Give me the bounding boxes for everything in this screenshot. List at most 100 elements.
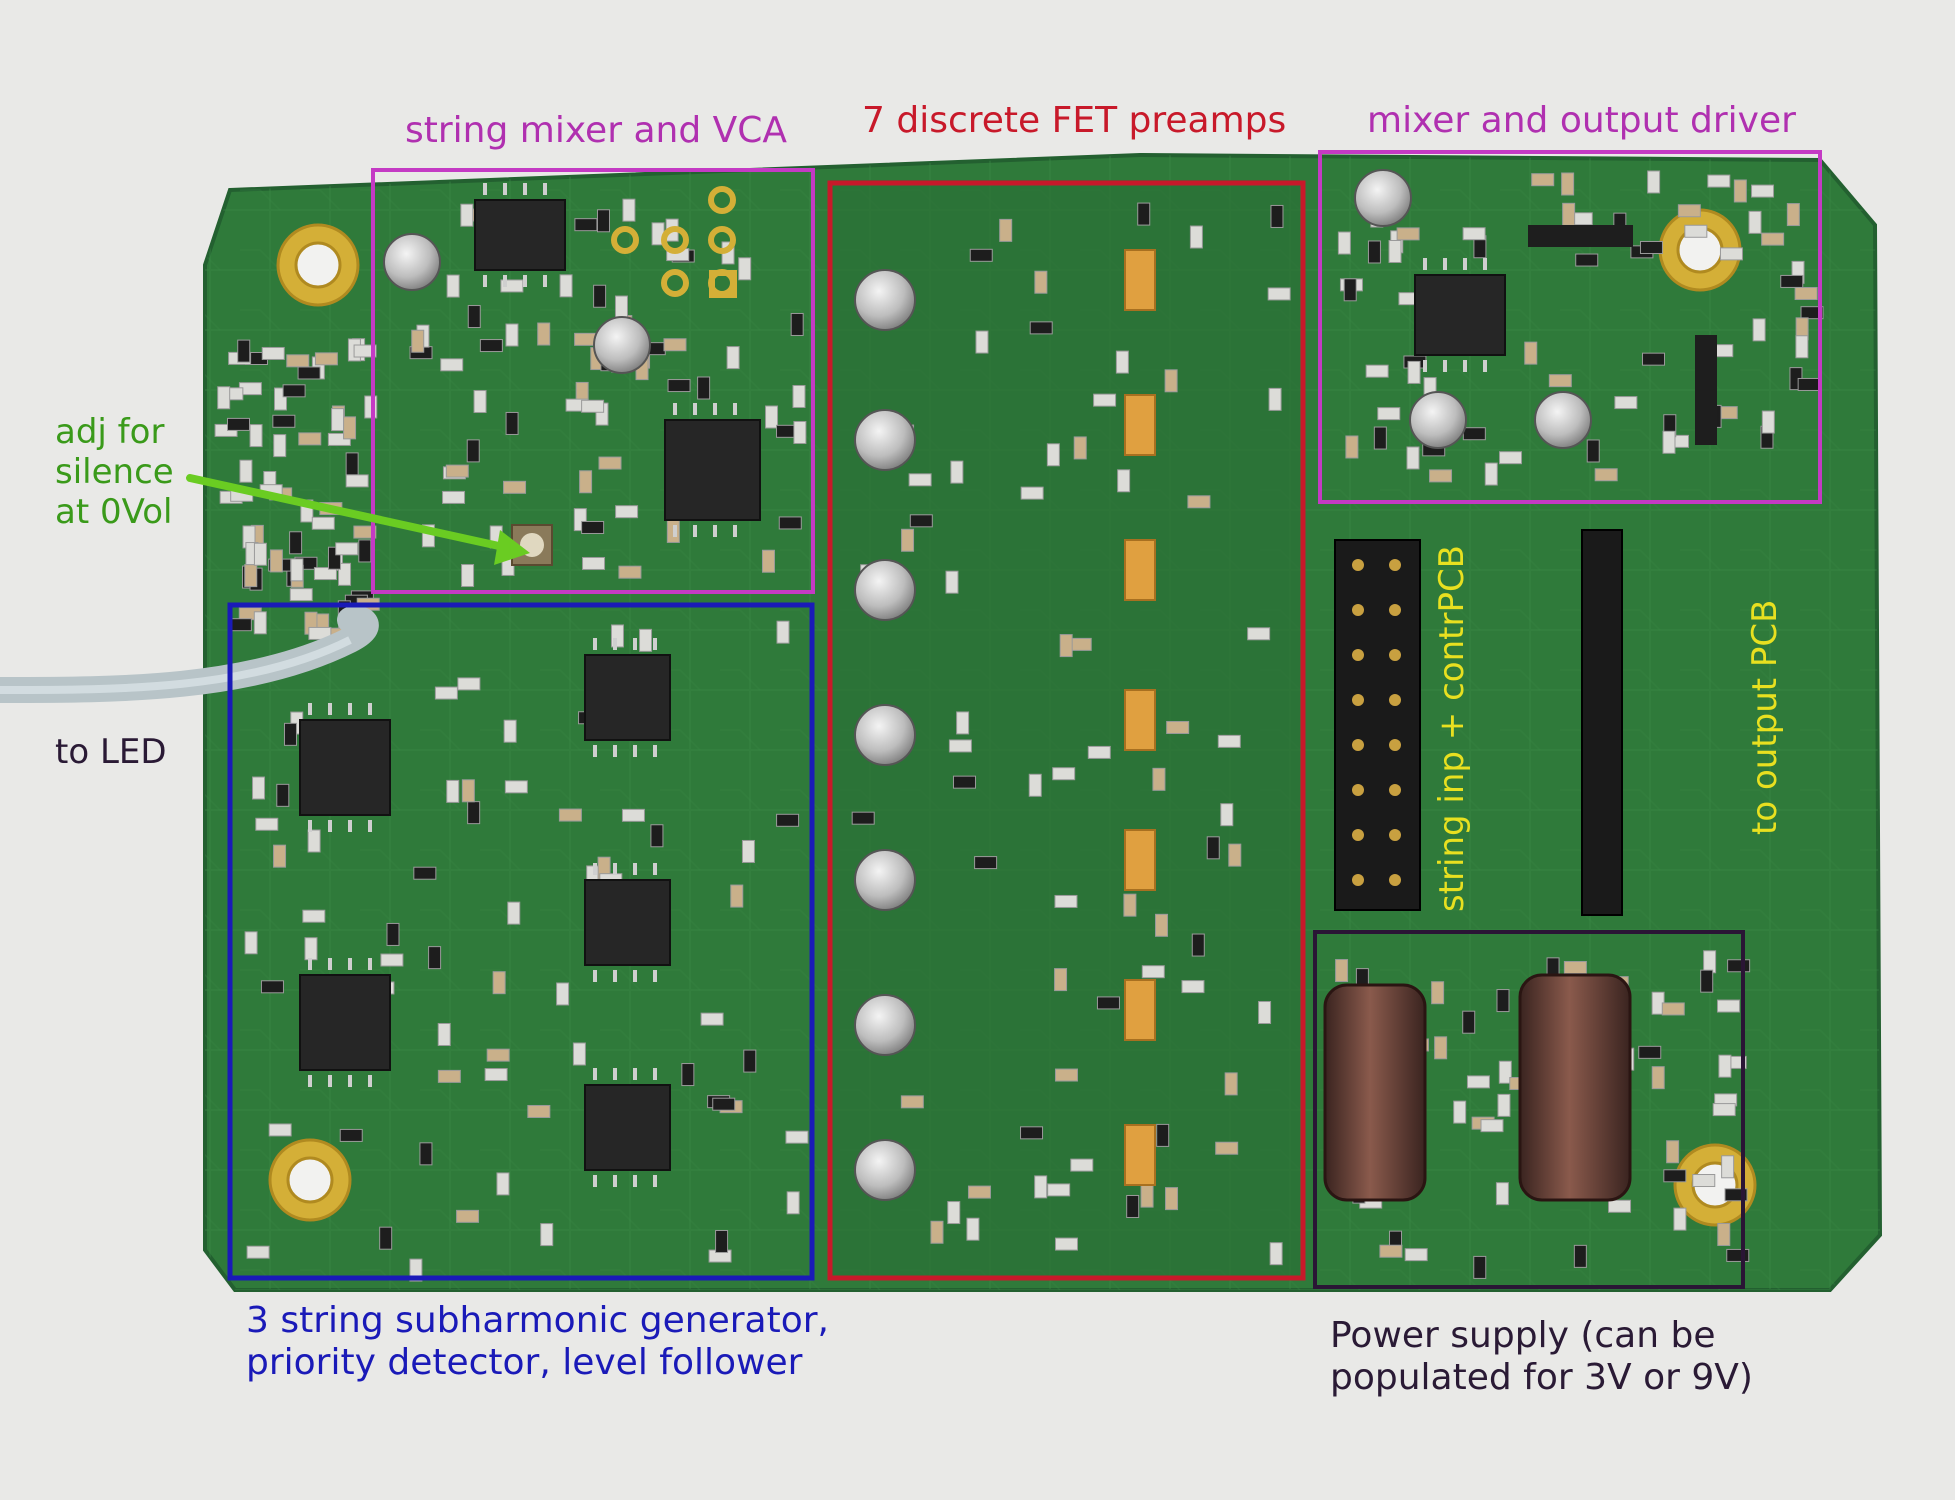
smd-part [1718,1054,1732,1078]
smd-part [505,411,519,435]
smd-part [1677,204,1701,218]
smd-part [1404,1248,1428,1262]
smd-part [697,376,711,400]
smd-part [1187,495,1211,509]
electrolytic-capacitors [1323,973,1632,1202]
smd-part [650,824,664,848]
smd-part [1499,451,1523,465]
smd-part [249,424,263,448]
smd-part [596,209,610,233]
smd-part [1047,1183,1071,1197]
smd-part [1034,270,1048,294]
label-to-output: to output PCB [1745,599,1785,835]
smd-part [1164,369,1178,393]
smd-part [302,909,326,923]
smd-part [1268,387,1282,411]
smd-part [445,464,469,478]
smd-part [558,808,582,822]
smd-part [966,1217,980,1241]
smd-part [1028,773,1042,797]
smd-part [1703,950,1717,974]
smd-part [442,490,466,504]
smd-part [559,274,573,298]
smd-part [1721,1155,1735,1179]
smd-part [1054,968,1068,992]
smd-part [507,901,521,925]
zone-string-mixer [371,168,815,594]
smd-part [778,516,802,530]
smd-part [572,1042,586,1066]
smd-part [999,218,1013,242]
smd-part [255,817,279,831]
smd-part [537,322,551,346]
smd-part [1614,396,1638,410]
smd-part [252,776,266,800]
smd-part [345,474,369,488]
smd-part [1716,999,1740,1013]
smd-part [479,339,503,353]
smd-part [579,470,593,494]
smd-part [440,358,464,372]
smd-part [950,460,964,484]
smd-part [1466,1075,1490,1089]
smd-part [1712,1103,1736,1117]
smd-part [1073,436,1087,460]
smd-part [1054,894,1078,908]
smd-part [581,520,605,534]
smd-part [1228,843,1242,867]
smd-part [1684,224,1708,238]
smd-part [466,439,480,463]
smd-part [726,346,740,370]
smd-part [297,366,321,380]
smd-part [1800,306,1824,320]
smd-part [715,1229,729,1253]
smd-part [1794,287,1818,301]
smd-part [1269,1242,1283,1266]
smd-part [1020,486,1044,500]
smd-part [1561,172,1575,196]
smd-part [1270,204,1284,228]
smd-part [1117,469,1131,493]
smd-part [615,505,639,519]
smd-part [1377,407,1401,421]
smd-part [1165,1187,1179,1211]
smd-part [314,352,338,366]
smd-part [1594,468,1618,482]
smd-part [621,808,645,822]
smd-part [1429,469,1453,483]
smd-part [785,1130,809,1144]
smd-part [952,775,976,789]
smd-part [793,420,807,444]
smd-part [1189,225,1203,249]
smd-part [335,542,359,556]
smd-part [776,813,800,827]
smd-part [486,1048,510,1062]
smd-part [1473,1255,1487,1279]
smd-part [461,779,475,803]
smd-part [446,779,460,803]
smd-part [1343,278,1357,302]
smd-part [467,305,481,329]
smd-part [556,982,570,1006]
smd-part [345,452,359,476]
header-pins-horizontal [1640,346,1805,436]
smd-part [290,558,304,582]
smd-part [1054,1237,1078,1251]
smd-part [353,525,377,539]
smd-part [1052,767,1076,781]
smd-part [743,1049,757,1073]
label-string-inp: string inp + contrPCB [1432,544,1472,912]
smd-part [1267,287,1291,301]
smd-part [1345,435,1359,459]
smd-part [437,1022,451,1046]
smd-part [419,1142,433,1166]
smd-part [456,1209,480,1223]
smd-part [272,414,296,428]
smd-part [930,1220,944,1244]
zone-fet-preamps [827,180,1306,1281]
zone-output-driver [1318,150,1822,504]
smd-part [741,839,755,863]
smd-part [1141,965,1165,979]
smd-part [304,937,318,961]
smd-part [540,1223,554,1247]
